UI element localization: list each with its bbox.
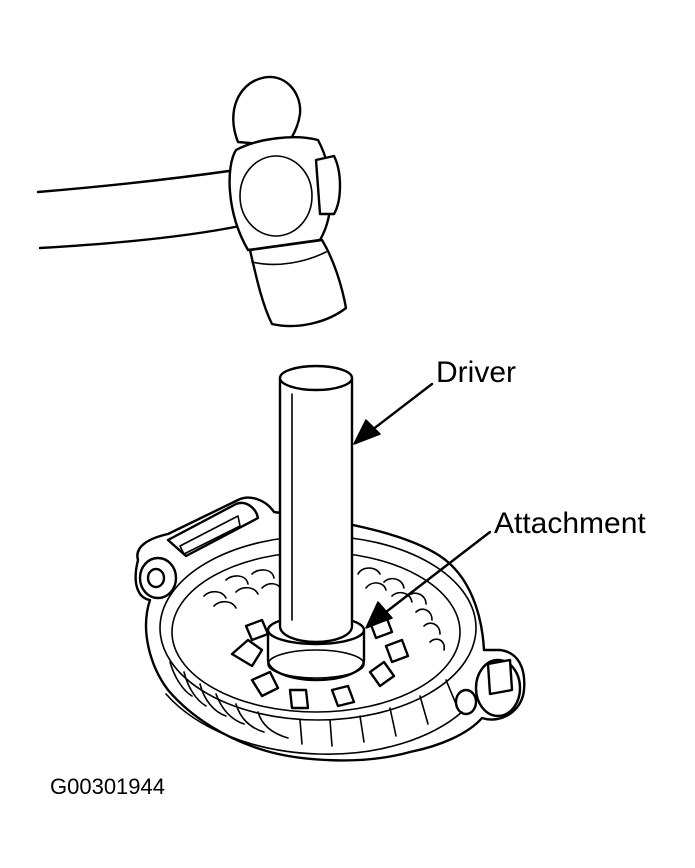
hammer-head bbox=[228, 136, 333, 252]
attachment-bottom-ring bbox=[267, 649, 365, 679]
hammer-face bbox=[248, 238, 348, 328]
driver-body bbox=[278, 376, 354, 644]
hammer-handle bbox=[36, 168, 238, 194]
hammer-face-edge bbox=[251, 251, 327, 266]
driver-top bbox=[278, 364, 354, 392]
hammer-handle-lower bbox=[38, 224, 242, 250]
cooling-vanes bbox=[203, 567, 446, 651]
attachment-arrowhead bbox=[365, 601, 393, 629]
top-ear-slot bbox=[179, 515, 241, 555]
figure-id: G00301944 bbox=[50, 774, 165, 799]
attachment-leader-line bbox=[384, 530, 492, 614]
attachment-leader bbox=[365, 530, 492, 629]
driver-label: Driver bbox=[436, 356, 516, 389]
mounting-hole-right-lower bbox=[454, 688, 478, 716]
mounting-hole-left bbox=[146, 567, 166, 589]
hammer-eye bbox=[239, 155, 313, 237]
rotor-claws bbox=[230, 614, 410, 710]
housing-bottom-edge bbox=[165, 693, 463, 755]
vent-pockets bbox=[169, 661, 457, 747]
attachment-label: Attachment bbox=[494, 507, 646, 540]
driver-leader bbox=[353, 382, 434, 445]
driver-arrowhead bbox=[353, 419, 381, 445]
hammer bbox=[36, 75, 348, 328]
driver-tool bbox=[278, 364, 354, 644]
hammer-wedge bbox=[314, 154, 342, 216]
mounting-hole-right bbox=[486, 658, 514, 696]
driver-leader-line bbox=[370, 382, 434, 432]
hammer-ball-peen bbox=[232, 75, 302, 148]
